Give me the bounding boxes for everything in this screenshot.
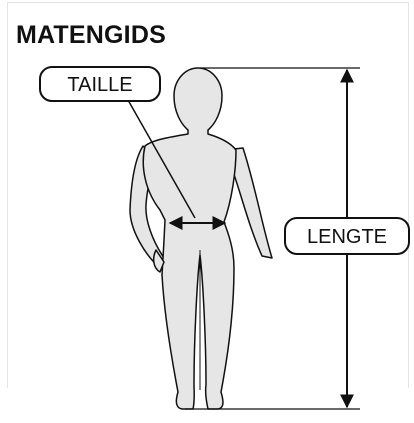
length-label: LENGTE [307, 226, 387, 248]
waist-label: TAILLE [67, 74, 132, 96]
body-outline [143, 68, 236, 409]
waist-label-callout: TAILLE [40, 67, 160, 101]
length-label-callout: LENGTE [285, 218, 409, 254]
body-silhouette [130, 68, 272, 409]
